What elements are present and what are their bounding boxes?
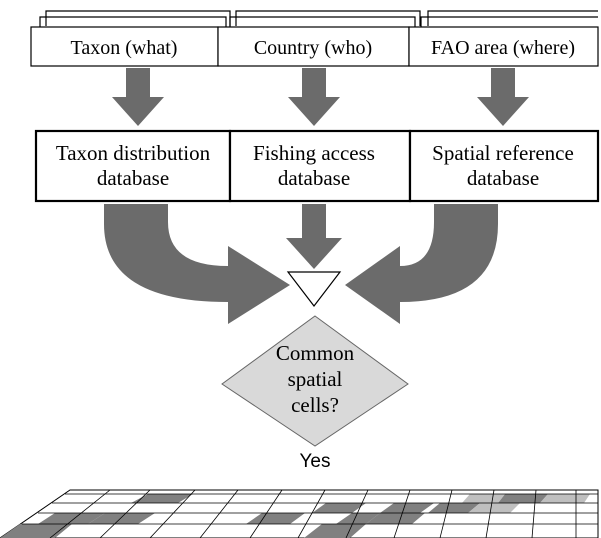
converging-arrows: [104, 204, 498, 324]
database-label-line1: Spatial reference: [432, 141, 574, 165]
input-label-country: Country (who): [254, 37, 372, 59]
arrow-down-icon: [286, 204, 342, 269]
database-label-line2: database: [97, 166, 169, 190]
merge-triangle: [286, 271, 342, 307]
yes-label: Yes: [300, 451, 331, 472]
curved-arrow-right-icon: [104, 204, 290, 324]
shaded-cells: [0, 494, 548, 538]
decision-line3: cells?: [291, 393, 339, 417]
input-box-fao-area: FAO area (where): [408, 26, 599, 67]
grid-columns: [49, 489, 577, 538]
stacked-sheets: [39, 10, 598, 29]
input-box-country: Country (who): [217, 26, 410, 67]
database-box-taxon-distribution: Taxon distribution database: [34, 129, 232, 203]
input-label-taxon: Taxon (what): [71, 37, 178, 59]
database-label-line1: Fishing access: [253, 141, 375, 165]
arrow-down-icon: [477, 68, 529, 126]
arrow-down-icon: [288, 68, 340, 126]
grid-rows: [22, 493, 598, 525]
light-cells: [462, 494, 590, 513]
decision-line1: Common: [276, 341, 355, 365]
input-box-taxon: Taxon (what): [30, 26, 219, 67]
spatial-grid: [0, 489, 599, 538]
database-box-spatial-reference: Spatial reference database: [408, 129, 600, 203]
decision-line2: spatial: [288, 367, 343, 391]
curved-arrow-left-icon: [345, 204, 498, 324]
database-label-line2: database: [278, 166, 350, 190]
input-label-fao-area: FAO area (where): [431, 37, 575, 59]
database-box-fishing-access: Fishing access database: [228, 129, 412, 203]
decision-diamond: Common spatial cells?: [221, 315, 409, 447]
database-label-line2: database: [467, 166, 539, 190]
arrow-down-icon: [112, 68, 164, 126]
database-label-line1: Taxon distribution: [56, 141, 211, 165]
down-arrows-top: [112, 68, 529, 126]
